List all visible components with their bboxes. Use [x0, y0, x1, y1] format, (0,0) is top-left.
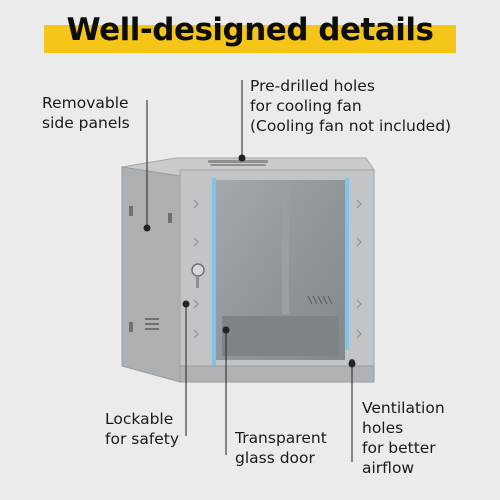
- side-panel: [121, 166, 181, 383]
- callout-lock: Lockable for safety: [105, 410, 180, 448]
- fan-holes: [208, 160, 268, 166]
- callout-lines: [143, 80, 356, 462]
- callout-ventilation: Ventilation holes for better airflow: [362, 399, 445, 477]
- title-highlight: [44, 25, 456, 53]
- cabinet-base: [179, 365, 375, 383]
- side-panel-slots: [129, 206, 172, 332]
- callout-side-panels: Removable side panels: [42, 94, 130, 132]
- interior-floor: [222, 316, 339, 356]
- frame-chevrons: [193, 199, 362, 339]
- callout-fan-holes: Pre-drilled holes for cooling fan (Cooli…: [250, 77, 452, 135]
- interior-vents: [307, 295, 333, 305]
- interior-rail: [282, 184, 289, 314]
- door-trim-right: [345, 178, 349, 350]
- title-banner: Well-designed details: [0, 0, 500, 64]
- page-title: Well-designed details: [66, 12, 434, 48]
- lock-icon: [191, 263, 205, 277]
- callout-glass-door: Transparent glass door: [235, 429, 327, 467]
- door-trim-left: [212, 178, 216, 368]
